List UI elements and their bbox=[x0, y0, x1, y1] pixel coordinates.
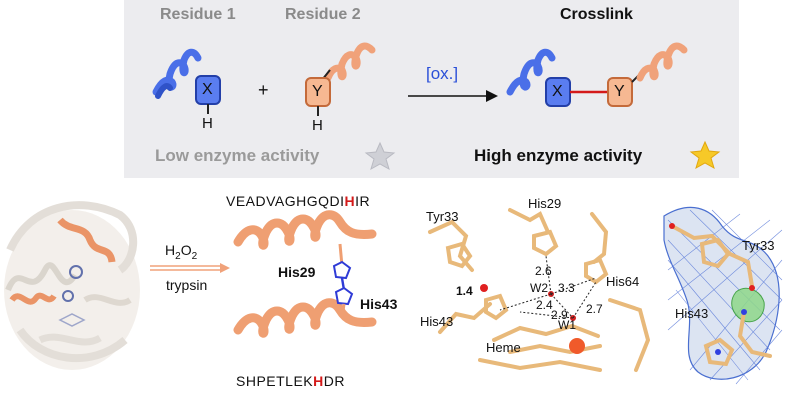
crosslink-y-letter: Y bbox=[614, 83, 625, 100]
tyr33-label: Tyr33 bbox=[426, 209, 459, 224]
low-activity-label: Low enzyme activity bbox=[155, 146, 320, 165]
residue2-label: Residue 2 bbox=[285, 6, 361, 23]
reagent-h2o2: H2O2 bbox=[165, 242, 198, 262]
peptide2-helix bbox=[233, 298, 377, 338]
residue1-x-letter: X bbox=[202, 81, 213, 98]
reaction-arrowhead bbox=[486, 90, 498, 102]
his64-label: His64 bbox=[606, 274, 640, 289]
his29-label: His29 bbox=[278, 264, 316, 280]
heme-iron bbox=[569, 338, 585, 354]
density-his43-label: His43 bbox=[675, 306, 709, 321]
scheme-panel bbox=[124, 0, 739, 178]
crosslink-x-letter: X bbox=[552, 83, 563, 100]
residue2-h: H bbox=[312, 117, 323, 134]
high-activity-label: High enzyme activity bbox=[474, 146, 643, 165]
oxidant-label: [ox.] bbox=[426, 64, 459, 83]
crosslink-blue-helix bbox=[506, 48, 556, 96]
residue1-helix-shade bbox=[155, 83, 173, 99]
peptide1-helix bbox=[233, 210, 377, 250]
hbond-dashes bbox=[499, 255, 597, 319]
active-site-sticks bbox=[428, 208, 651, 372]
dist-2-4: 2.4 bbox=[536, 298, 553, 312]
water-w1-label: W1 bbox=[558, 318, 576, 332]
bond-length-label: 1.4 bbox=[456, 284, 473, 298]
dist-2-6: 2.6 bbox=[535, 264, 552, 278]
his43-structure-label: His43 bbox=[420, 314, 454, 329]
his43-label: His43 bbox=[360, 296, 398, 312]
residue2-helix bbox=[324, 42, 376, 82]
density-map bbox=[650, 198, 790, 388]
high-activity-star bbox=[689, 140, 721, 170]
his43-stick bbox=[340, 303, 346, 319]
dist-2-7: 2.7 bbox=[586, 302, 603, 316]
workflow-arrowhead bbox=[220, 263, 230, 273]
residue1-h: H bbox=[202, 115, 213, 132]
his29-structure-label: His29 bbox=[528, 196, 562, 211]
his43-ring bbox=[334, 286, 354, 306]
tyr33-oxygen bbox=[480, 284, 488, 292]
residue1-helix bbox=[152, 48, 202, 96]
heme-label: Heme bbox=[486, 340, 521, 355]
plus-sign: + bbox=[258, 80, 269, 100]
protein-cartoon bbox=[4, 201, 140, 370]
density-tyr33-label: Tyr33 bbox=[742, 238, 775, 253]
crosslink-y-box bbox=[607, 77, 633, 107]
residue2-y-letter: Y bbox=[312, 83, 323, 100]
peptide2-sequence: SHPETLEKHDR bbox=[236, 373, 345, 389]
low-activity-star bbox=[364, 141, 396, 171]
peptide1-sequence: VEADVAGHGQDIHIR bbox=[226, 193, 371, 209]
dist-3-3: 3.3 bbox=[558, 281, 575, 295]
residue1-label: Residue 1 bbox=[160, 6, 236, 23]
crosslink-label: Crosslink bbox=[560, 6, 633, 23]
his29-ring bbox=[332, 260, 352, 280]
dist-2-9: 2.9 bbox=[551, 308, 568, 322]
reagent-trypsin: trypsin bbox=[166, 277, 208, 293]
water-w2-label: W2 bbox=[530, 281, 548, 295]
crosslink-orange-helix bbox=[636, 42, 688, 82]
